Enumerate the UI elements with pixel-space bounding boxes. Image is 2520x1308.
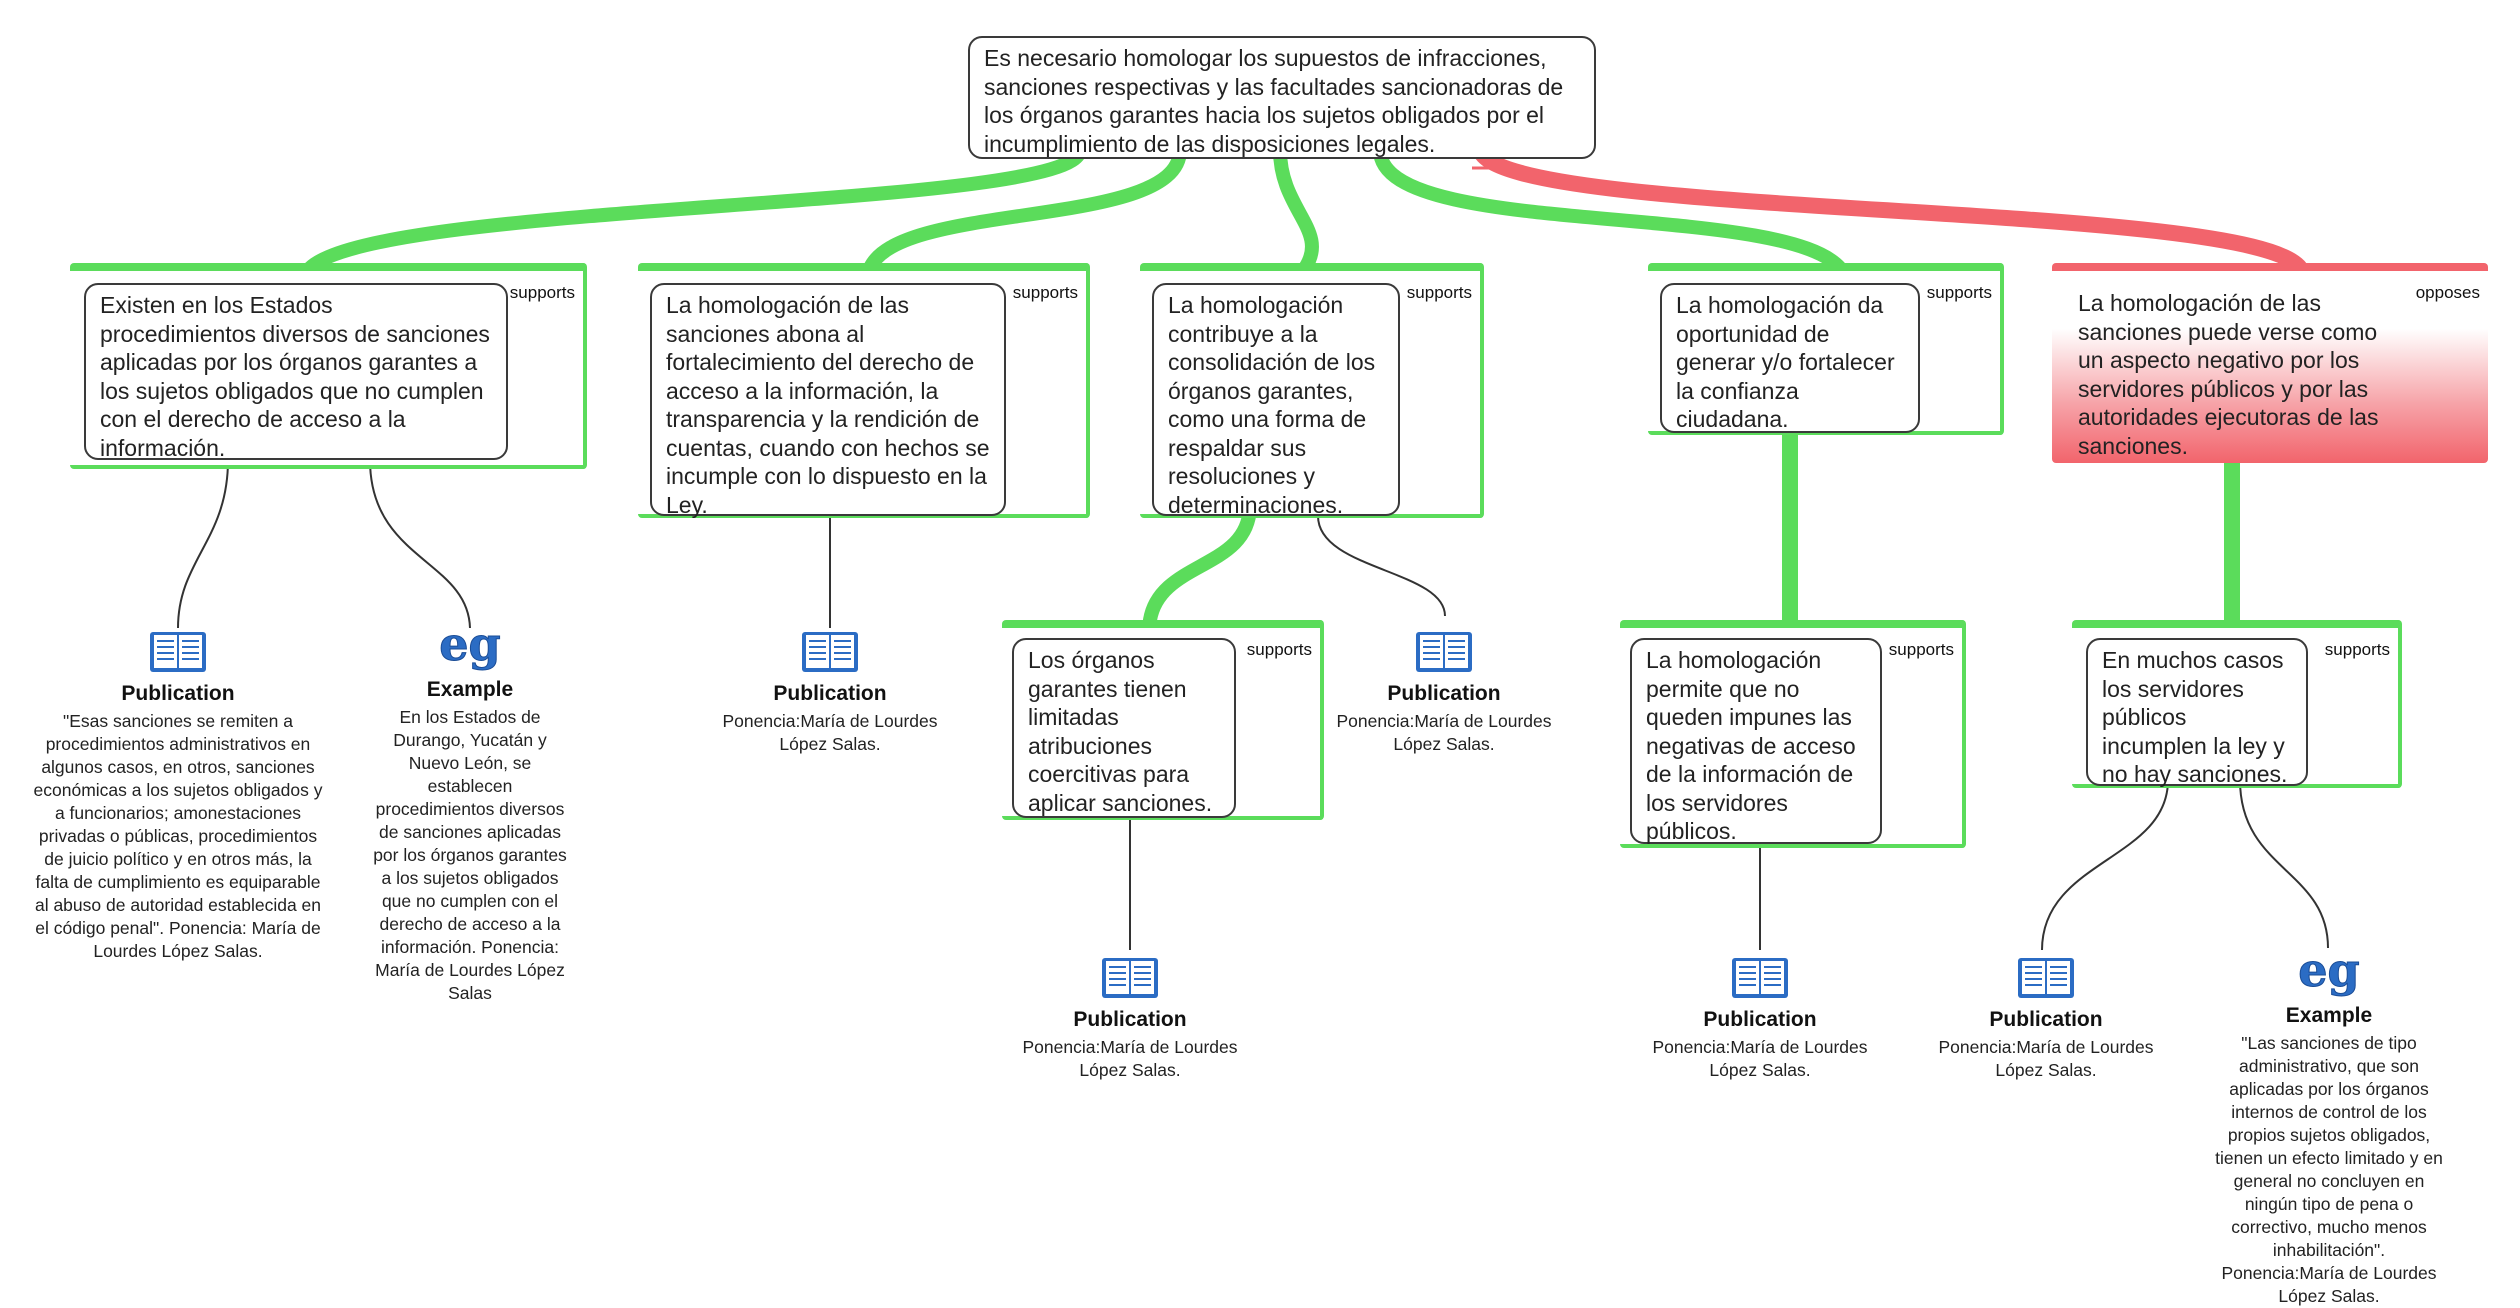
argument-box-7[interactable]: La homologación permite que no queden im… [1630,638,1882,844]
resource-description: Ponencia:María de Lourdes López Salas. [1022,1037,1238,1080]
link-arg1-res1 [177,459,229,629]
publication-icon [1732,958,1788,998]
resource-title: Publication [1073,1008,1187,1031]
publication-icon [1102,958,1158,998]
link-arg8-res8 [2239,779,2329,949]
link-arg3-arg6 [1143,498,1257,627]
resource-description: En los Estados de Durango, Yucatán y Nue… [373,707,567,1003]
resource-description: Ponencia:María de Lourdes López Salas. [722,711,938,754]
argument-box-2[interactable]: La homologación de las sanciones abona a… [650,283,1006,518]
resource-title: Example [2285,1004,2373,1027]
supports-label: supports [1012,283,1078,302]
argument-text: La homologación de las sanciones puede v… [2078,290,2379,459]
resource-description: Ponencia:María de Lourdes López Salas. [1336,711,1552,754]
resource-description: Ponencia:María de Lourdes López Salas. [1938,1037,2154,1080]
supports-label: supports [1888,640,1954,659]
link-root-arg4 [1373,143,1847,275]
link-root-arg3 [1273,143,1319,275]
argument-box-3[interactable]: La homologación contribuye a la consolid… [1152,283,1400,518]
example-icon: eg [2298,946,2360,998]
supports-label: supports [1246,640,1312,659]
argument-box-4[interactable]: La homologación da oportunidad de genera… [1660,283,1920,433]
argument-box-5[interactable]: La homologación de las sanciones puede v… [2064,283,2404,460]
opposes-label: opposes [2415,283,2480,302]
publication-icon [2018,958,2074,998]
root-claim-text: Es necesario homologar los supuestos de … [984,45,1564,157]
link-root-arg1 [303,143,1087,275]
resource-publication[interactable]: Publication Ponencia:María de Lourdes Ló… [720,628,940,756]
argument-text: En muchos casos los servidores públicos … [2102,647,2288,787]
argument-box-6[interactable]: Los órganos garantes tienen limitadas at… [1012,638,1236,818]
resource-example[interactable]: eg Example En los Estados de Durango, Yu… [368,620,572,1005]
argument-text: Los órganos garantes tienen limitadas at… [1028,647,1213,816]
resource-example[interactable]: eg Example "Las sanciones de tipo admini… [2214,946,2444,1308]
link-arg3-res4 [1317,515,1446,617]
resource-title: Example [426,678,514,701]
resource-publication[interactable]: Publication "Esas sanciones se remiten a… [28,628,328,963]
resource-title: Publication [1703,1008,1817,1031]
resource-publication[interactable]: Publication Ponencia:María de Lourdes Ló… [1650,954,1870,1082]
supports-label: supports [509,283,575,302]
resource-publication[interactable]: Publication Ponencia:María de Lourdes Ló… [1936,954,2156,1082]
resource-description: "Esas sanciones se remiten a procedimien… [33,711,323,961]
resource-title: Publication [1989,1008,2103,1031]
supports-label: supports [1926,283,1992,302]
argument-frame-5: opposes [2052,263,2488,463]
resource-title: Publication [1387,682,1501,705]
link-root-arg5 [1472,142,2308,276]
argument-box-8[interactable]: En muchos casos los servidores públicos … [2086,638,2308,787]
example-icon: eg [439,620,501,672]
publication-icon [150,632,206,672]
argument-text: La homologación da oportunidad de genera… [1676,292,1895,432]
svg-text:eg: eg [439,620,500,671]
resource-title: Publication [121,682,235,705]
link-root-arg2 [863,143,1187,275]
link-arg8-res7 [2041,779,2169,951]
publication-icon [1416,632,1472,672]
resource-title: Publication [773,682,887,705]
resource-publication[interactable]: Publication Ponencia:María de Lourdes Ló… [1020,954,1240,1082]
resource-description: Ponencia:María de Lourdes López Salas. [1652,1037,1868,1080]
argument-text: La homologación de las sanciones abona a… [666,292,990,518]
argument-text: La homologación contribuye a la consolid… [1168,292,1376,518]
link-arg1-res2 [369,459,471,629]
supports-label: supports [2324,640,2390,659]
root-claim[interactable]: Es necesario homologar los supuestos de … [968,36,1596,159]
publication-icon [802,632,858,672]
resource-description: "Las sanciones de tipo administrativo, q… [2215,1033,2443,1306]
argument-text: Existen en los Estados procedimientos di… [100,292,490,461]
resource-publication[interactable]: Publication Ponencia:María de Lourdes Ló… [1334,628,1554,756]
argument-box-1[interactable]: Existen en los Estados procedimientos di… [84,283,508,461]
svg-text:eg: eg [2298,946,2359,997]
supports-label: supports [1406,283,1472,302]
argument-text: La homologación permite que no queden im… [1646,647,1856,844]
